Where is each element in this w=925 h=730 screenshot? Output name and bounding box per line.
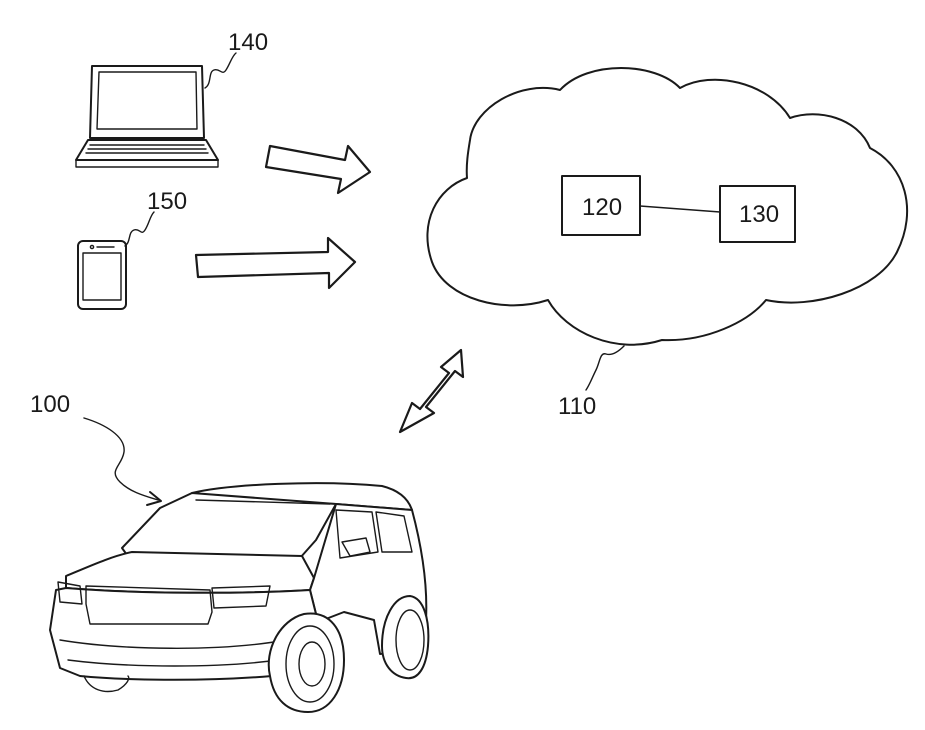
phone-to-cloud-arrow xyxy=(196,238,355,288)
laptop-leader-line xyxy=(205,53,236,88)
laptop-reference-label: 140 xyxy=(228,29,268,56)
laptop-icon xyxy=(76,66,218,167)
smartphone-icon xyxy=(78,241,126,309)
component-box-130-label: 130 xyxy=(739,201,779,228)
vehicle-icon xyxy=(50,483,428,712)
vehicle-leader-arrow xyxy=(84,418,158,500)
cloud-reference-label: 110 xyxy=(558,393,596,420)
laptop-to-cloud-arrow xyxy=(266,146,370,193)
smartphone-leader-line xyxy=(125,212,154,246)
cloud-shape xyxy=(427,68,907,345)
cloud-leader-line xyxy=(586,346,624,390)
vehicle-reference-label: 100 xyxy=(30,391,70,418)
smartphone-reference-label: 150 xyxy=(147,188,187,215)
vehicle-cloud-bidirectional-arrow xyxy=(400,350,463,432)
box-connector-line xyxy=(640,206,720,212)
component-box-120-label: 120 xyxy=(582,194,622,221)
